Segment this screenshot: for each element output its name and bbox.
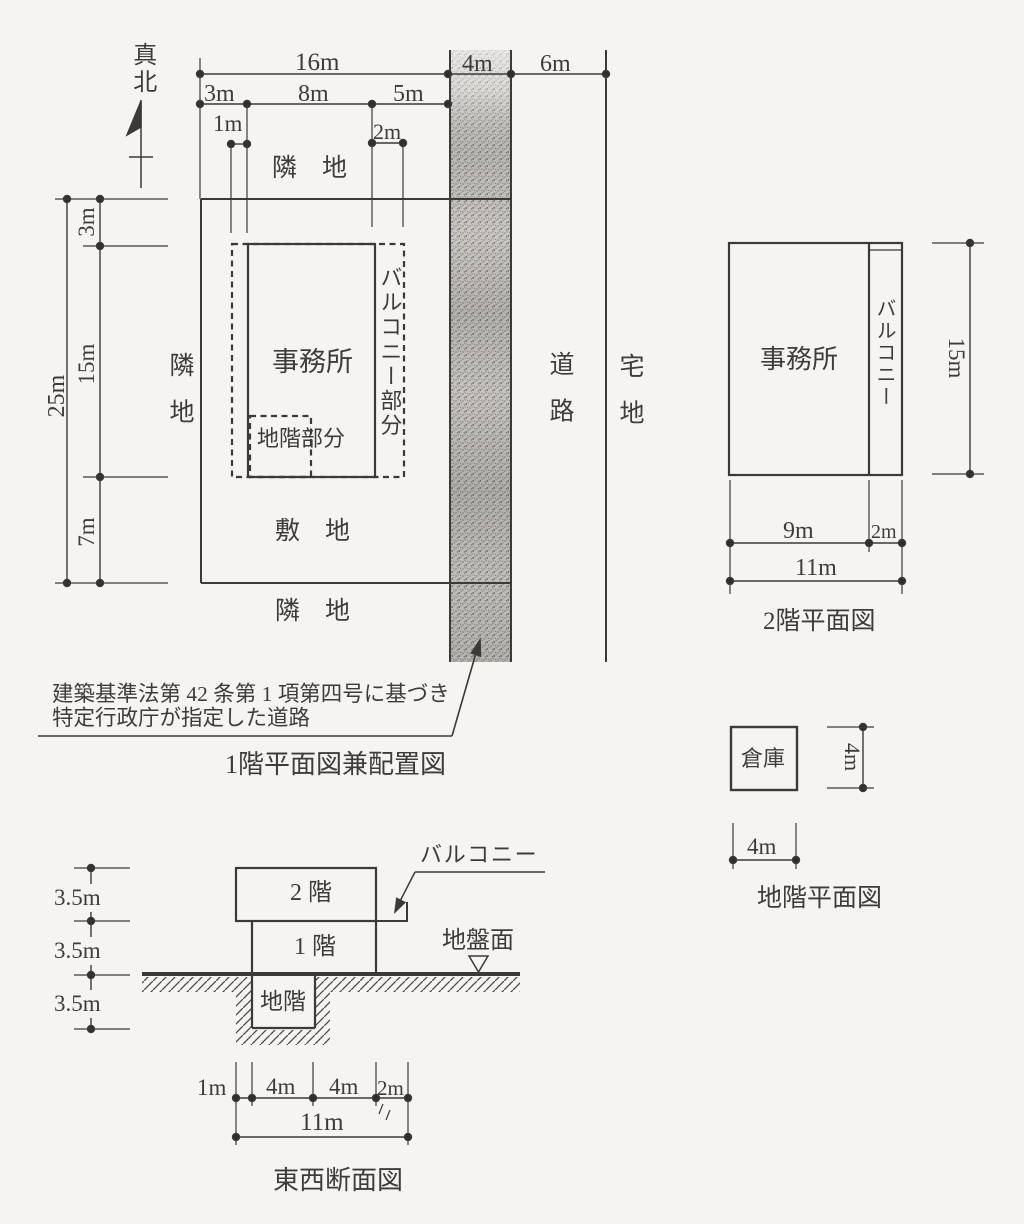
neighbor-land-bottom-label: 隣 地 [275, 598, 351, 625]
section-balcony-leader [393, 871, 545, 915]
balcony-part-label: バルコニー部分 [377, 266, 403, 439]
section-balcony-label: バルコニー [420, 842, 539, 867]
dim-section-35m-lower: 3.5m [52, 990, 103, 1018]
dim-left-7m: 7m [74, 517, 99, 547]
dim-section-1m: 1m [197, 1075, 227, 1100]
dim-top-16m: 16m [295, 49, 340, 76]
building-plan-outlines [230, 242, 406, 479]
road-note-line1: 建築基準法第 42 条第 1 項第四号に基づき [52, 682, 450, 706]
dim-section-35m-middle: 3.5m [52, 937, 103, 965]
ground-level-label: 地盤面 [442, 928, 514, 954]
section-caption: 東西断面図 [273, 1166, 404, 1195]
dim-left-15m: 15m [74, 343, 99, 385]
floor2-balcony-label: バルコニー [873, 298, 895, 408]
basement-plan-dimensions [728, 722, 874, 869]
dim-top-3m: 3m [204, 81, 235, 107]
section-ground-hatch [142, 977, 520, 1045]
dim-floor2-9m: 9m [783, 518, 814, 544]
section-bottom-dimensions [231, 1062, 413, 1145]
site-area-label: 敷 地 [275, 518, 351, 545]
road-note-line2: 特定行政庁が指定した道路 [52, 706, 311, 730]
dim-floor2-11m: 11m [795, 555, 837, 581]
road-note-leader [38, 637, 482, 737]
section-outlines [142, 866, 520, 1030]
dim-top-5m: 5m [393, 81, 424, 107]
dim-section-35m-upper: 3.5m [52, 884, 103, 912]
dim-basement-right-4m: 4m [840, 742, 865, 772]
floor2-office-label: 事務所 [760, 345, 839, 374]
dim-section-4m-east: 4m [329, 1074, 359, 1099]
road-surface [450, 50, 511, 662]
dim-section-11m: 11m [300, 1109, 344, 1136]
storage-room-label: 倉庫 [741, 746, 786, 771]
basement-part-label: 地階部分 [257, 426, 346, 451]
basement-plan-caption: 地階平面図 [757, 885, 883, 912]
north-arrow-icon [125, 100, 153, 188]
section-floor2-label: 2 階 [290, 880, 332, 906]
lot-boundaries [200, 50, 607, 662]
north-label: 真北 [128, 42, 155, 96]
floor2-plan-caption: 2階平面図 [763, 608, 876, 635]
dim-floor2-15m: 15m [944, 337, 969, 379]
dim-left-25m: 25m [44, 374, 70, 418]
dim-section-4m-west: 4m [266, 1074, 296, 1099]
office-room-label: 事務所 [272, 347, 353, 377]
dim-left-3m: 3m [74, 207, 99, 237]
residential-lot-label: 宅地 [616, 353, 643, 446]
section-floor1-label: 1 階 [294, 934, 336, 960]
dim-section-2m: 2m [377, 1076, 404, 1100]
section-basement-label: 地階 [260, 989, 306, 1014]
dim-top-1m: 1m [213, 111, 243, 136]
site-plan-caption: 1階平面図兼配置図 [225, 750, 447, 779]
dim-top-4m: 4m [462, 51, 493, 77]
dim-top-6m: 6m [540, 51, 571, 77]
floor2-plan-outlines [727, 241, 904, 477]
neighbor-land-top-label: 隣 地 [272, 155, 348, 182]
site-top-dimensions [195, 58, 611, 233]
floor2-plan-dimensions [725, 238, 984, 594]
site-left-dimensions [55, 194, 168, 588]
road-label: 道路 [546, 351, 573, 444]
basement-plan-outlines [729, 725, 799, 792]
dim-floor2-2m: 2m [871, 521, 897, 543]
dim-basement-bottom-4m: 4m [747, 834, 777, 859]
dim-top-2m: 2m [373, 119, 402, 144]
dim-top-8m: 8m [298, 81, 329, 107]
neighbor-land-left-label: 隣地 [166, 352, 193, 445]
